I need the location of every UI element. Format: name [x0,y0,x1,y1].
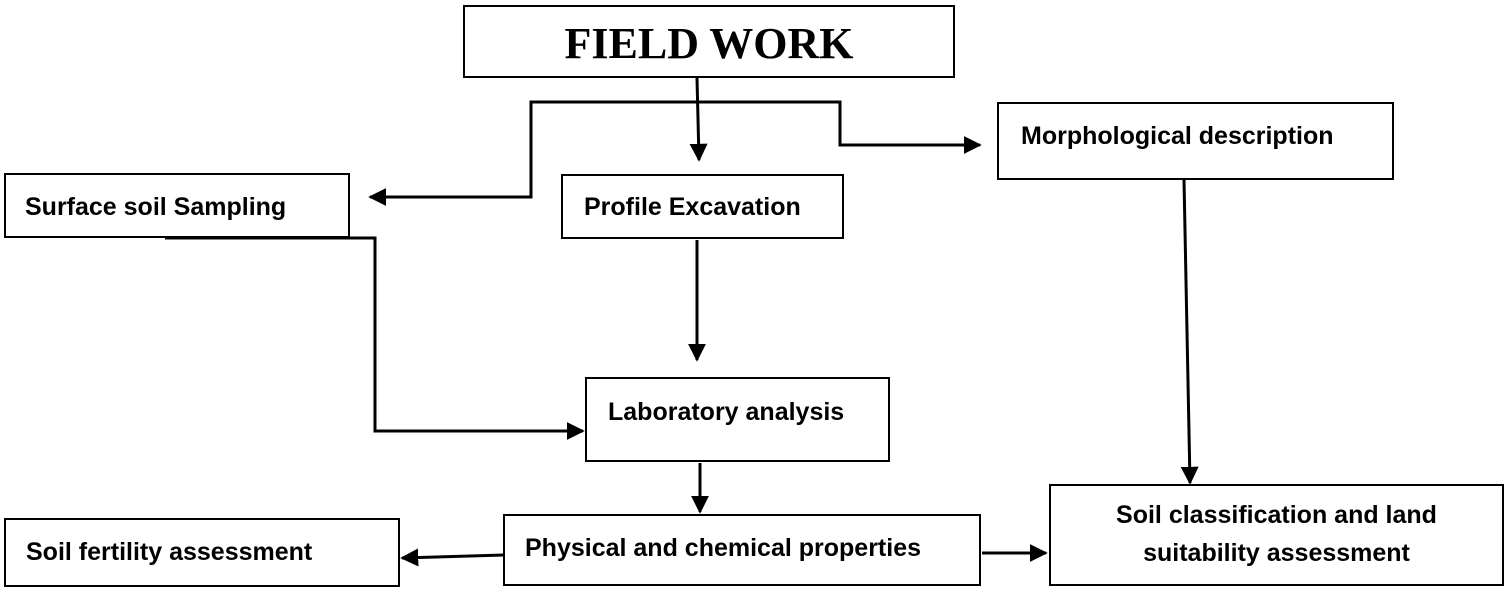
field-work-label: FIELD WORK [564,19,854,68]
morphological-description-label: Morphological description [1021,122,1334,150]
soil-classification-label: Soil classification and land suitability… [1116,501,1437,567]
arrow-morphological-to-classification [1180,179,1199,485]
morphological-description-box: Morphological description [997,102,1394,180]
arrow-properties-to-fertility [400,548,505,567]
arrow-fieldwork-to-morphological [697,100,982,154]
arrow-fieldwork-to-surface-sampling [368,100,697,206]
arrow-fieldwork-to-profile [689,77,708,162]
surface-soil-sampling-box: Surface soil Sampling [4,173,350,238]
arrow-surface-to-lab [165,236,585,440]
laboratory-analysis-box: Laboratory analysis [585,377,890,462]
soil-classification-box: Soil classification and land suitability… [1049,484,1504,586]
profile-excavation-box: Profile Excavation [561,174,844,239]
surface-soil-sampling-label: Surface soil Sampling [25,193,287,221]
soil-fertility-assessment-label: Soil fertility assessment [26,538,313,566]
physical-chemical-properties-label: Physical and chemical properties [525,534,921,562]
field-work-box: FIELD WORK [463,5,955,78]
physical-chemical-properties-box: Physical and chemical properties [503,514,981,586]
soil-fertility-assessment-box: Soil fertility assessment [4,518,400,587]
laboratory-analysis-label: Laboratory analysis [608,398,845,426]
profile-excavation-label: Profile Excavation [584,193,801,221]
